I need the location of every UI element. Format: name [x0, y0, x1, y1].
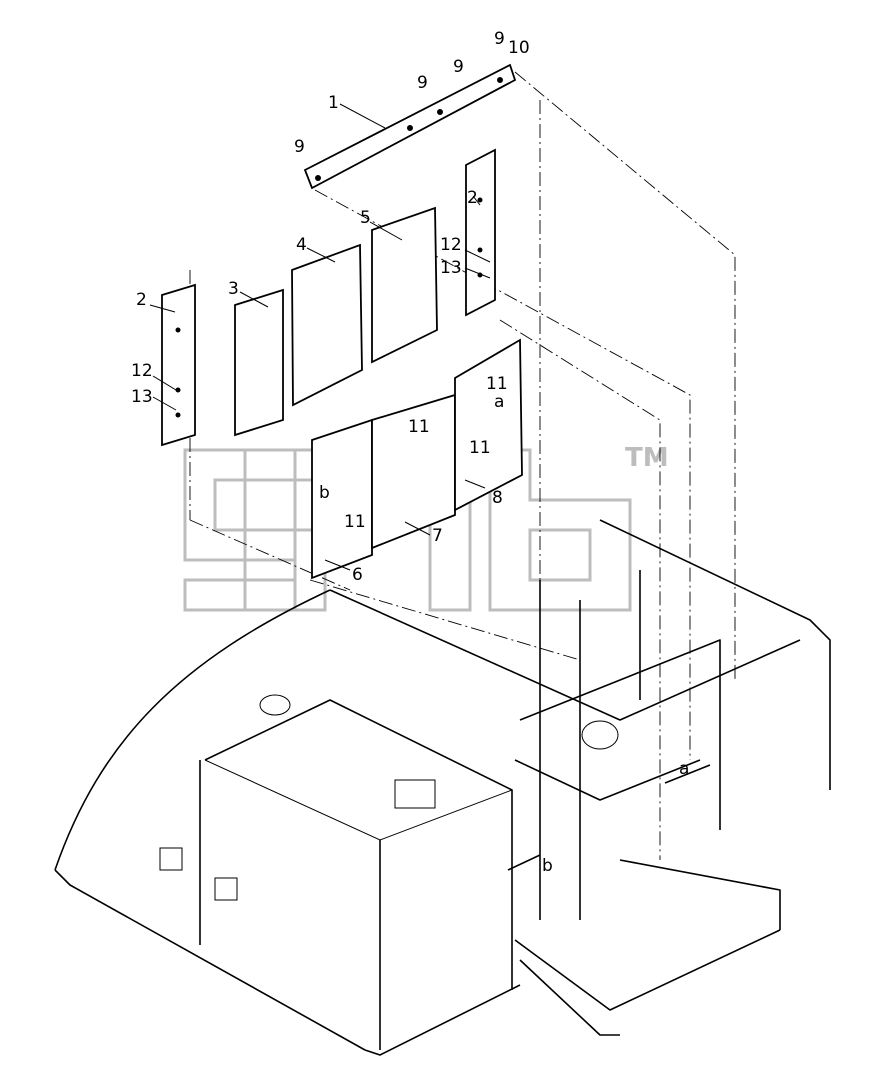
callout-9: 9 — [417, 73, 428, 93]
left-side-bracket — [161, 283, 196, 447]
panel-6 — [311, 418, 373, 580]
panel-5 — [371, 206, 438, 364]
callout-3: 3 — [228, 279, 239, 299]
right-side-bracket — [465, 148, 496, 317]
machine-frame — [54, 519, 831, 1056]
callout-8: 8 — [492, 488, 503, 508]
callout-6: 6 — [352, 565, 363, 585]
callout-a: a — [679, 759, 689, 779]
watermark-tm: TM — [625, 443, 669, 473]
top-bracket-bar — [303, 63, 517, 190]
callout-2: 2 — [136, 290, 147, 310]
callout-4: 4 — [296, 235, 307, 255]
callout-9: 9 — [453, 57, 464, 77]
callout-1: 1 — [328, 93, 339, 113]
panel-8 — [454, 338, 523, 512]
panel-7 — [371, 393, 456, 550]
callout-9: 9 — [294, 137, 305, 157]
callout-5: 5 — [360, 208, 371, 228]
latch-2 — [214, 877, 238, 901]
callout-7: 7 — [432, 526, 443, 546]
callout-11: 11 — [408, 417, 430, 437]
leader-lines — [149, 103, 491, 571]
callout-9: 9 — [494, 29, 505, 49]
callout-10: 10 — [508, 38, 530, 58]
callout-13: 13 — [131, 387, 153, 407]
callout-2: 2 — [467, 188, 478, 208]
callout-b: b — [319, 483, 330, 503]
bolt-markers — [507, 764, 711, 871]
callout-12: 12 — [131, 361, 153, 381]
callout-11: 11 — [469, 438, 491, 458]
callout-a: a — [494, 392, 504, 412]
callout-13: 13 — [440, 258, 462, 278]
callout-12: 12 — [440, 235, 462, 255]
callout-11: 11 — [486, 374, 508, 394]
callout-b: b — [542, 856, 553, 876]
panel-4 — [291, 243, 363, 407]
callout-11: 11 — [344, 512, 366, 532]
latch-1 — [159, 847, 183, 871]
panel-3 — [234, 288, 284, 437]
